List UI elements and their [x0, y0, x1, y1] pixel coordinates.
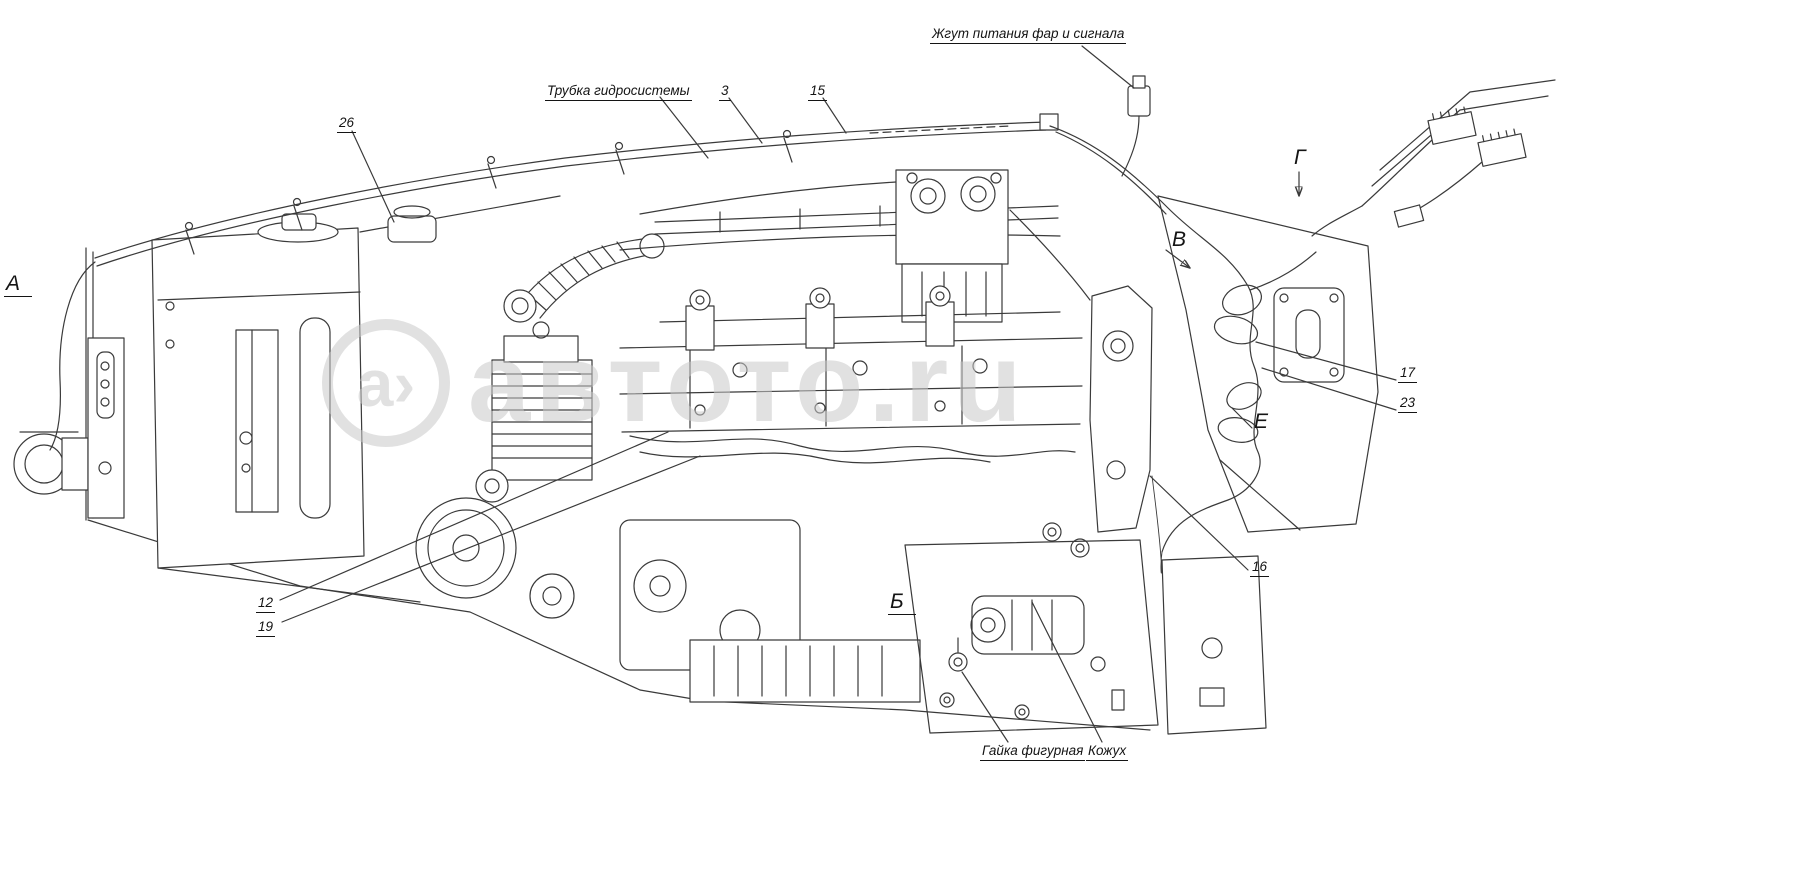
engine-block	[619, 285, 1083, 464]
headlight-connectors	[1311, 79, 1556, 237]
label-casing: Кожух	[1086, 743, 1129, 761]
wiring-harness	[1009, 75, 1317, 574]
label-harness: Жгут питания фар и сигнала	[930, 26, 1127, 44]
compressor	[475, 321, 593, 503]
part-number-12: 12	[256, 595, 276, 613]
bottom-plate	[904, 522, 1159, 734]
left-frame-plate	[87, 337, 125, 519]
hydraulic-pump	[895, 169, 1009, 323]
view-letter-b: Б	[888, 590, 916, 616]
damper-block	[387, 205, 437, 243]
tow-hook	[13, 431, 89, 495]
label-figured-nut: Гайка фигурная	[980, 743, 1086, 761]
part-number-3: 3	[719, 83, 731, 101]
right-fender	[1157, 195, 1379, 735]
view-letter-g: Г	[1294, 146, 1306, 169]
view-letter-a: А	[4, 272, 32, 298]
part-number-19: 19	[256, 619, 276, 637]
part-number-16: 16	[1250, 559, 1270, 577]
part-number-15: 15	[808, 83, 828, 101]
air-intake-hose	[503, 233, 665, 323]
part-number-23: 23	[1398, 395, 1418, 413]
oil-pan	[689, 639, 921, 703]
view-letter-v: В	[1172, 228, 1187, 251]
label-hydraulic-tube: Трубка гидросистемы	[545, 83, 692, 101]
mount-bracket	[1089, 285, 1153, 533]
hydraulic-tube	[49, 113, 1059, 451]
leader-lines	[279, 45, 1397, 743]
starter	[970, 595, 1085, 655]
radiator-tank	[151, 213, 365, 569]
part-number-26: 26	[337, 115, 357, 133]
front-pulley	[415, 497, 575, 619]
view-letter-e: Е	[1254, 410, 1269, 433]
part-number-17: 17	[1398, 365, 1418, 383]
